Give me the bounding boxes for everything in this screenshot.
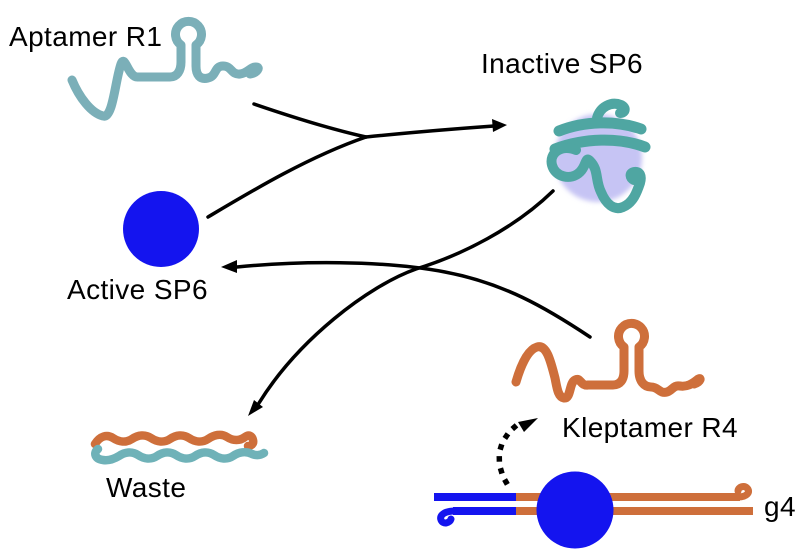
label-g4: g4: [764, 491, 796, 522]
arrowhead-to-waste: [248, 400, 263, 416]
inactive-sp6-wrap-arc-1: [553, 117, 647, 137]
g4-complex-structure: [434, 471, 753, 549]
kleptamer-r4-structure: [511, 318, 705, 403]
arrowhead-to-inactive-sp6: [492, 119, 507, 132]
label-active-sp6: Active SP6: [67, 274, 208, 305]
release-arrow-dotted: [496, 418, 538, 486]
waste-teal-strand: [91, 444, 269, 465]
g4-top-strand-hook: [734, 483, 752, 501]
aptamer-r1-structure: [67, 16, 263, 121]
dotted-arrowhead: [518, 418, 538, 432]
inactive-sp6-structure: [546, 98, 651, 214]
inactive-sp6-squiggle: [546, 143, 646, 214]
active-sp6-structure: [123, 191, 199, 267]
arrowhead-to-active-sp6: [221, 260, 237, 273]
label-aptamer-r1: Aptamer R1: [9, 21, 163, 52]
waste-structure: [90, 430, 269, 465]
label-kleptamer-r4: Kleptamer R4: [562, 412, 738, 443]
dotted-arrow-line: [496, 421, 521, 486]
g4-bottom-strand-hook: [437, 507, 459, 527]
arrow-line-from-aptamer: [252, 102, 368, 139]
kleptamer-r4-strand-icon: [511, 318, 705, 403]
g4-sp6-ball: [536, 471, 614, 549]
active-sp6-ball: [123, 191, 199, 267]
arrow-line-inactive-to-waste: [257, 189, 555, 405]
arrow-line-to-inactive-sp6: [364, 124, 496, 139]
inactive-sp6-top-curl: [592, 98, 630, 123]
arrow-line-from-active-sp6: [206, 135, 368, 219]
waste-orange-strand: [90, 430, 258, 451]
label-inactive-sp6: Inactive SP6: [481, 48, 643, 79]
label-waste: Waste: [106, 472, 187, 503]
arrow-line-kleptamer-to-active: [235, 260, 592, 339]
aptamer-r1-strand-icon: [67, 16, 263, 121]
reaction-arrows: [206, 102, 592, 416]
